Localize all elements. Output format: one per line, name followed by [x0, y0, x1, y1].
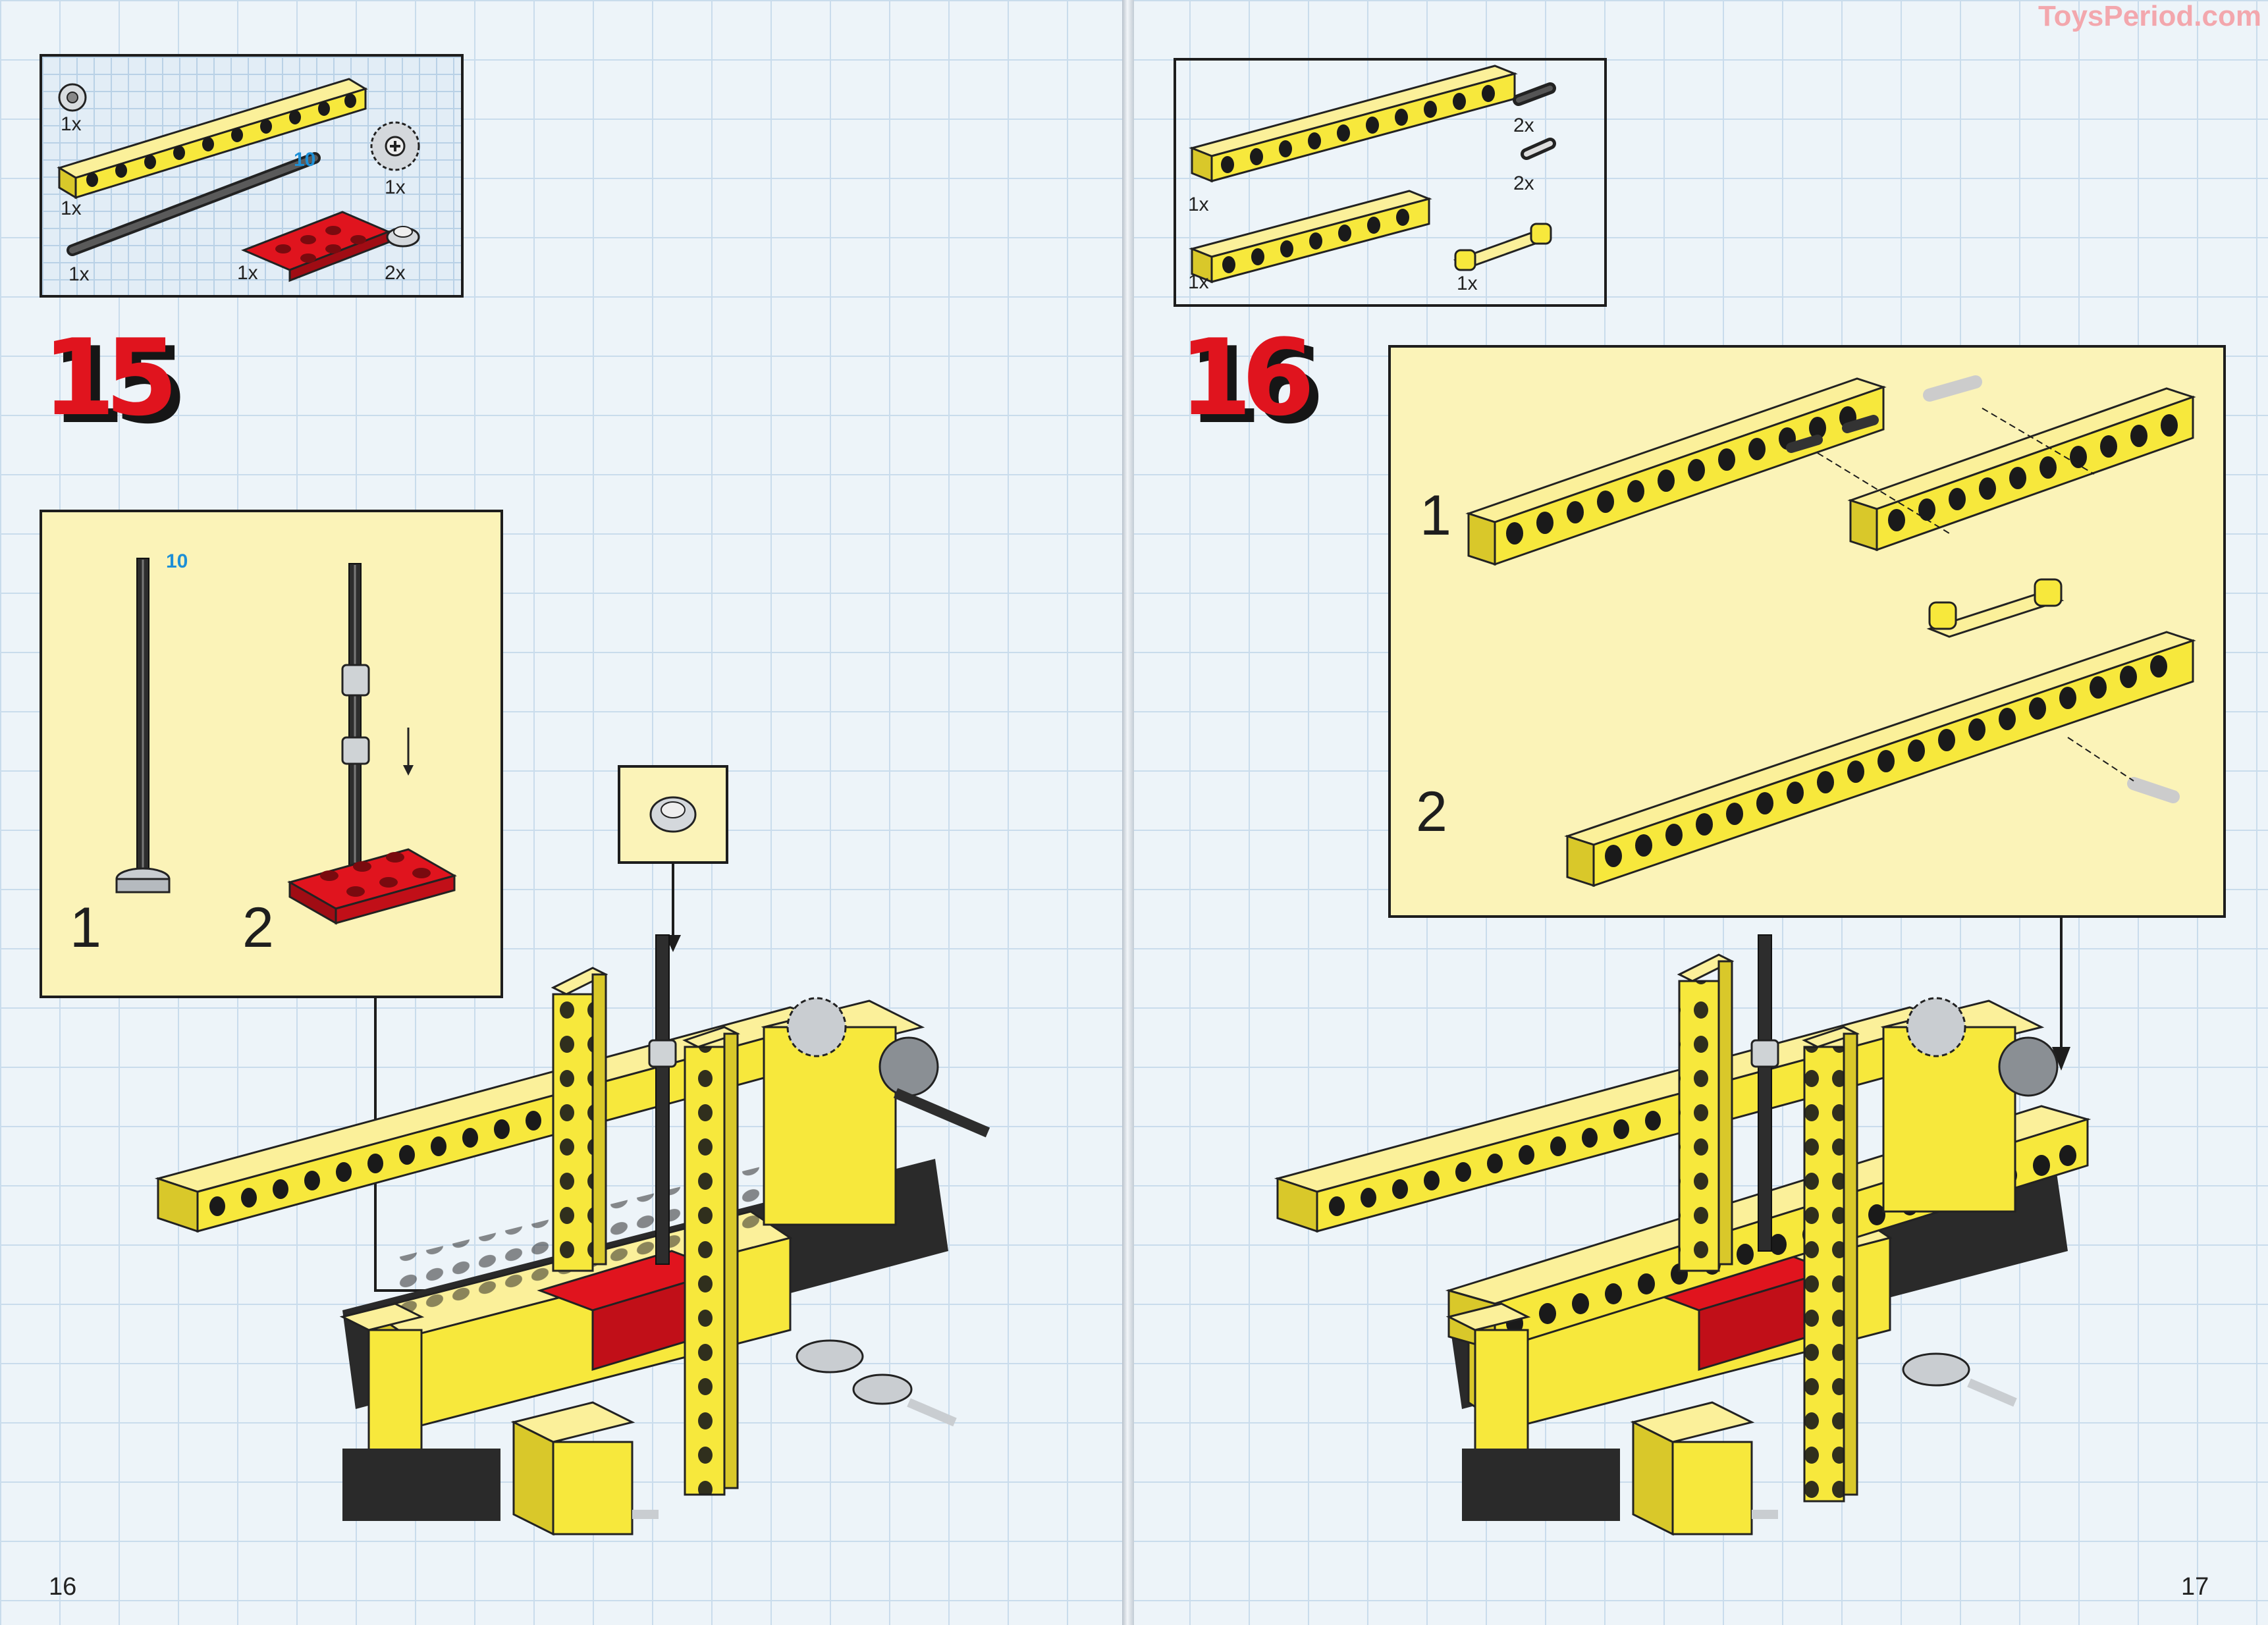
subassembly-beam-2 — [1564, 578, 2196, 888]
qty-plate: 1x — [237, 262, 258, 284]
pin-long-part — [1513, 82, 1556, 106]
sub-axle-length-label: 10 — [166, 550, 188, 572]
page-number-left: 16 — [49, 1573, 77, 1601]
long-beam-part — [1189, 65, 1518, 183]
qty-beam-short: 1x — [1188, 271, 1209, 293]
short-beam-part — [1189, 190, 1432, 284]
beam-part — [57, 78, 368, 200]
pin-part — [1521, 138, 1556, 160]
qty-pin: 2x — [1513, 173, 1534, 194]
plate-part — [241, 211, 391, 282]
gear-part — [370, 121, 420, 171]
step-number-15: 15 — [42, 316, 178, 439]
subassembly-beam-1b — [1817, 375, 2196, 552]
page-number-right: 17 — [2181, 1573, 2209, 1601]
sub-step-1-left: 1 — [70, 896, 101, 959]
subassembly-beam-1a — [1465, 377, 1887, 566]
qty-pin-long: 2x — [1513, 115, 1534, 136]
bush-part — [58, 83, 87, 112]
sub-step-1-right: 1 — [1420, 484, 1451, 547]
sub-step-2-right: 2 — [1416, 780, 1447, 843]
sub-step-2-left: 2 — [242, 896, 274, 959]
qty-beam-long: 1x — [1188, 194, 1209, 215]
model-step-15 — [154, 934, 990, 1536]
step-number-16: 16 — [1179, 316, 1315, 439]
liftarm-part — [1453, 223, 1552, 271]
subassembly-box-step-15 — [40, 510, 503, 998]
qty-liftarm: 1x — [1457, 273, 1478, 294]
watermark: ToysPeriod.com — [2038, 0, 2261, 32]
qty-beam: 1x — [61, 198, 82, 219]
book-gutter — [1122, 0, 1134, 1625]
axle-part — [67, 152, 321, 256]
model-step-16 — [1274, 934, 2092, 1536]
axle-length-label: 10 — [294, 149, 316, 171]
qty-axle: 1x — [68, 263, 90, 285]
qty-bush: 1x — [61, 113, 82, 135]
qty-bevel-gear: 2x — [385, 262, 406, 284]
qty-gear: 1x — [385, 176, 406, 198]
subassembly-axle-2 — [287, 563, 457, 925]
bevel-gear-part — [386, 226, 420, 248]
subassembly-axle-1 — [115, 558, 171, 893]
